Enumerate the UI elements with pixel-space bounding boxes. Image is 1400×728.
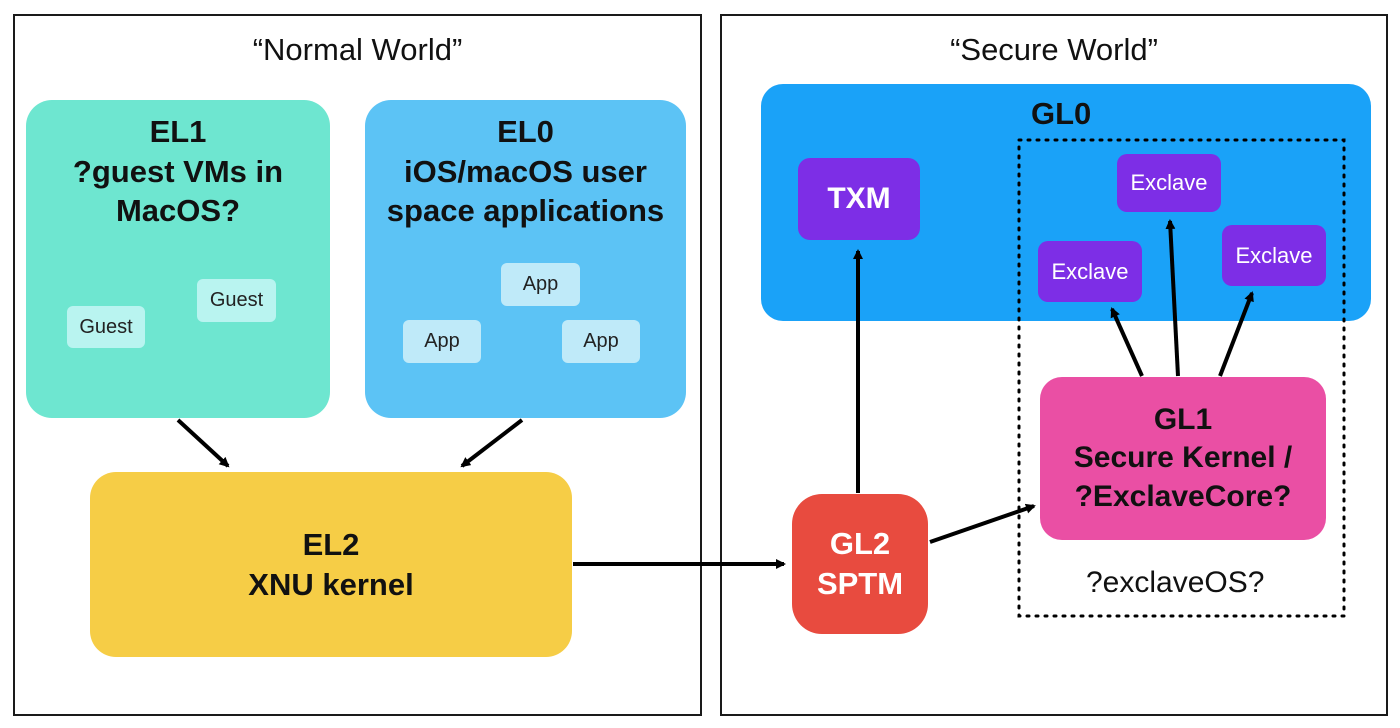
el2-box: EL2 XNU kernel — [90, 472, 572, 657]
el1-level-label: EL1 — [149, 114, 207, 149]
secure-world-title: “Secure World” — [950, 32, 1158, 67]
el1-description-line-1: ?guest VMs in — [72, 153, 284, 189]
gl1-description-line-1: Secure Kernel / — [1073, 441, 1293, 475]
normal-world-title: “Normal World” — [252, 32, 463, 67]
gl2-box: GL2 SPTM — [792, 494, 928, 634]
gl1-description-line-2: ?ExclaveCore? — [1074, 479, 1292, 513]
txm-box: TXM — [798, 158, 920, 240]
exclave-box: Exclave — [1038, 241, 1142, 302]
el0-description-line-1: iOS/macOS user — [404, 153, 647, 189]
guest-vm-chip: Guest — [67, 306, 145, 348]
gl1-box: GL1 Secure Kernel / ?ExclaveCore? — [1040, 377, 1326, 540]
app-chip: App — [403, 320, 481, 363]
gl2-level-label: GL2 — [829, 526, 891, 562]
el0-description-line-2: space applications — [386, 193, 665, 229]
gl2-description: SPTM — [816, 566, 904, 601]
el1-description-line-2: MacOS? — [115, 193, 241, 229]
guest-vm-chip: Guest — [197, 279, 276, 322]
txm-label: TXM — [827, 182, 891, 215]
el0-level-label: EL0 — [497, 114, 554, 149]
gl1-level-label: GL1 — [1153, 402, 1213, 436]
exclave-os-label: ?exclaveOS? — [1086, 566, 1265, 599]
gl0-label: GL0 — [1031, 96, 1092, 131]
exclave-box: Exclave — [1222, 225, 1326, 286]
app-chip: App — [562, 320, 640, 363]
el2-level-label: EL2 — [302, 526, 360, 562]
el1-box: EL1 ?guest VMs in MacOS? — [26, 100, 330, 418]
exclave-box: Exclave — [1117, 154, 1221, 212]
app-chip: App — [501, 263, 580, 306]
el2-description: XNU kernel — [248, 566, 414, 602]
el0-box: EL0 iOS/macOS user space applications — [365, 100, 686, 418]
